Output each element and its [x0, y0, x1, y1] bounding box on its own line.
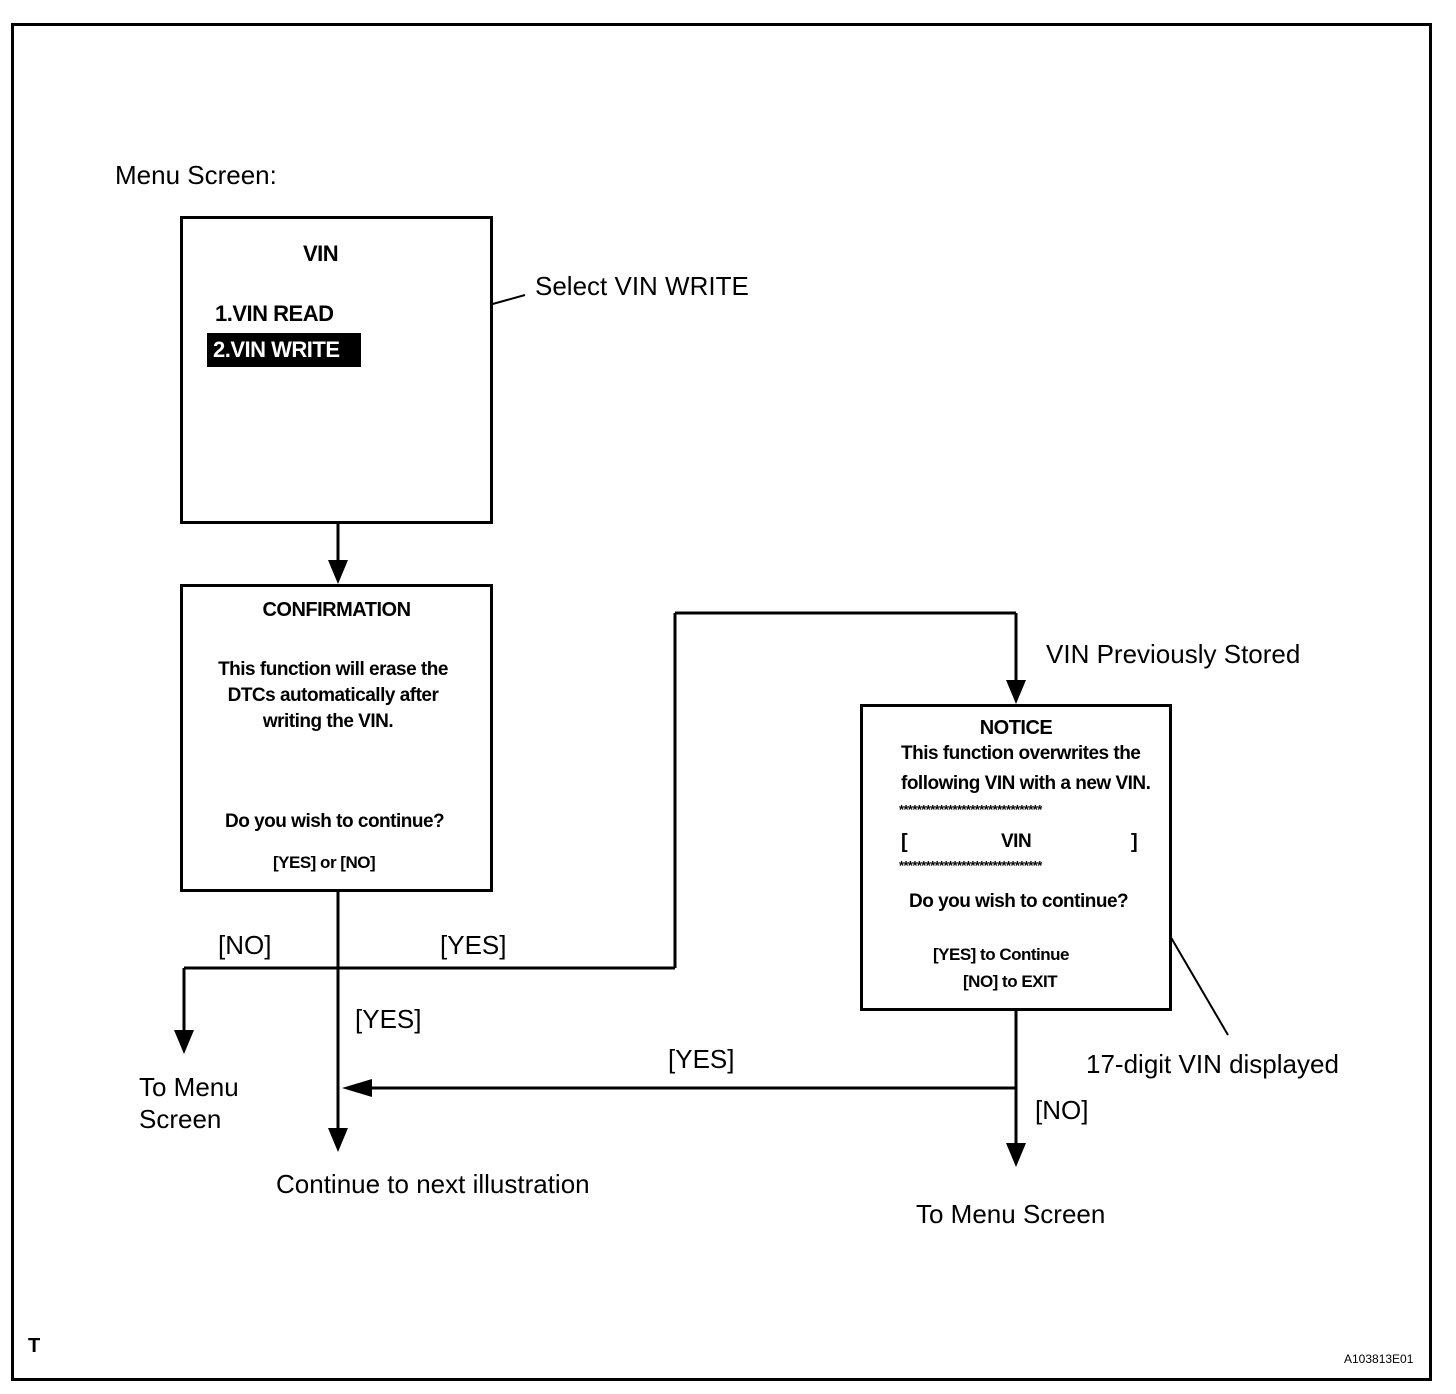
menu-item-vin-write[interactable]: 2.VIN WRITE [207, 333, 361, 367]
notice-yes-option: [YES] to Continue [933, 945, 1069, 964]
to-menu-left-line-1: To Menu [139, 1072, 239, 1102]
figure-code: A103813E01 [1344, 1352, 1414, 1366]
label-yes-mid: [YES] [440, 930, 507, 960]
confirmation-line-3: writing the VIN. [262, 711, 394, 732]
notice-stars-top: ******************************** [899, 802, 1042, 817]
notice-title: NOTICE [979, 717, 1053, 739]
notice-stars-bottom: ******************************** [899, 858, 1042, 873]
arrowhead-yes-to-continue [342, 1079, 372, 1097]
confirmation-box: CONFIRMATION This function will erase th… [180, 584, 493, 892]
arrowhead-continue [328, 1128, 348, 1152]
vin-previously-stored-label: VIN Previously Stored [1046, 639, 1301, 669]
vin-displayed-label: 17-digit VIN displayed [1086, 1049, 1339, 1079]
confirmation-title: CONFIRMATION [262, 599, 411, 621]
label-yes-notice: [YES] [668, 1044, 735, 1074]
confirmation-line-1: This function will erase the [218, 659, 448, 680]
menu-item-vin-read[interactable]: 1.VIN READ [215, 301, 334, 326]
vin-box-title: VIN [303, 241, 339, 266]
to-menu-right-label: To Menu Screen [916, 1199, 1106, 1229]
notice-no-option: [NO] to EXIT [963, 972, 1058, 991]
notice-vin: VIN [1001, 831, 1032, 852]
select-vin-write-label: Select VIN WRITE [535, 271, 749, 301]
confirmation-options: [YES] or [NO] [273, 853, 376, 872]
confirmation-question: Do you wish to continue? [225, 811, 445, 832]
arrowhead-vin-to-confirm [328, 560, 348, 584]
continue-next-label: Continue to next illustration [276, 1169, 590, 1199]
label-yes-down: [YES] [355, 1004, 422, 1034]
menu-screen-label: Menu Screen: [115, 160, 277, 190]
notice-line-1: This function overwrites the [901, 743, 1141, 764]
to-menu-left-line-2: Screen [139, 1104, 222, 1134]
notice-bracket-close: ] [1131, 831, 1138, 853]
figure-frame [11, 23, 1432, 1381]
arrowhead-to-menu-right [1006, 1143, 1026, 1167]
notice-question: Do you wish to continue? [909, 891, 1129, 912]
corner-t-mark: T [28, 1335, 41, 1357]
label-no-notice: [NO] [1035, 1095, 1089, 1125]
arrowhead-to-notice [1006, 680, 1026, 704]
vin-menu-box: VIN 1.VIN READ 2.VIN WRITE [180, 216, 493, 524]
confirmation-line-2: DTCs automatically after [227, 685, 439, 706]
notice-box: NOTICE This function overwrites the foll… [860, 704, 1172, 1011]
label-no-left: [NO] [218, 930, 272, 960]
notice-line-2: following VIN with a new VIN. [901, 773, 1151, 794]
arrowhead-to-menu-left [174, 1030, 194, 1054]
notice-bracket-open: [ [901, 831, 908, 853]
